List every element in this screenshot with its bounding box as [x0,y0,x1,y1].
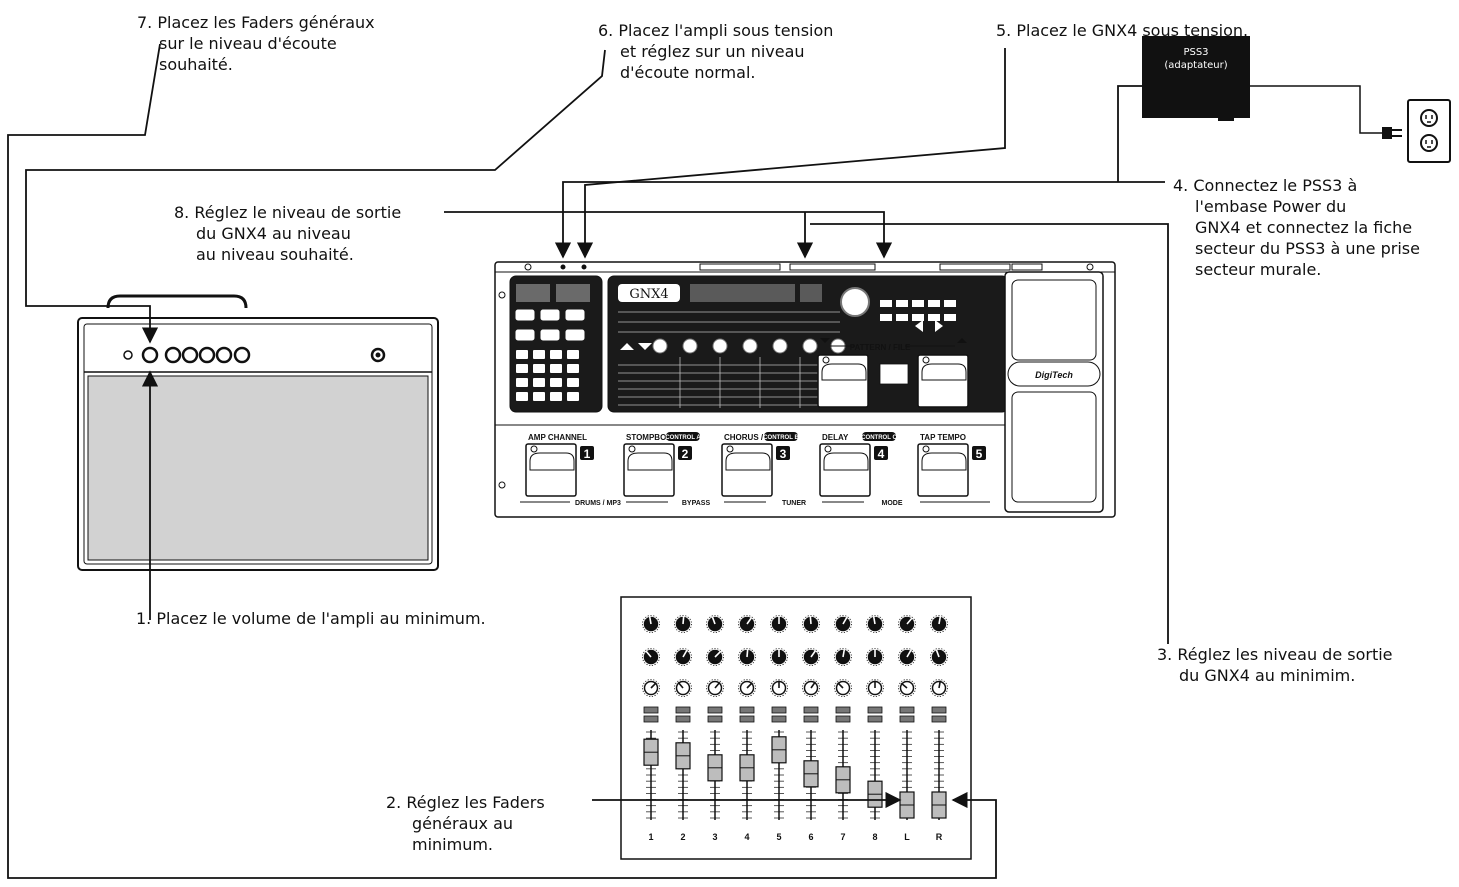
mixer-channel-label: 5 [776,832,781,842]
footswitch-name: AMP CHANNEL [528,433,587,442]
mixer-channel-strips: 1 2 3 4 5 6 7 8 L R [642,615,948,842]
digitech-logo: DigiTech [1035,370,1073,380]
mixer-button [867,706,883,714]
amp-controls [123,346,386,364]
step6-label: 6. Placez l'ampli sous tension et réglez… [598,21,834,82]
footswitch-4: DELAY CONTROL C 4 [819,432,897,497]
mixer-channel-4: 4 [738,615,756,842]
leader-step8 [444,211,893,259]
pss3-adapter [1142,36,1250,118]
step4-label: 4. Connectez le PSS3 à l'embase Power du… [1173,176,1420,279]
mixer-button [739,706,755,714]
step3-label: 3. Réglez les niveau de sortie du GNX4 a… [1157,645,1393,685]
footswitch-name: STOMPBOX [626,433,672,442]
mixer-channel-1: 1 [642,615,660,842]
mixer-channel-label: R [936,832,943,842]
mixer-button [675,706,691,714]
footswitch-bottom-labels: DRUMS / MP3 BYPASS TUNER MODE [520,497,990,507]
wall-outlet [1407,99,1451,163]
footswitch-5: TAP TEMPO 5 [917,433,986,497]
power-supply [1142,36,1451,163]
mixer-channel-7: 7 [834,615,852,842]
mixer-button [803,706,819,714]
power-plug [1382,127,1392,139]
footswitch-number: 5 [976,447,983,461]
mixer-channel-label: L [904,832,910,842]
footswitch-number: 4 [878,447,885,461]
mixer-channel-label: 4 [744,832,749,842]
bottom-label: DRUMS / MP3 [575,500,621,507]
gnx4-processor: GNX4 PATTERN / FILE [494,261,1116,518]
footswitch-name: DELAY [822,433,849,442]
mixer-channel-L: L [898,615,916,842]
mixer-channel-2: 2 [674,615,692,842]
footswitch-tag: CONTROL A [665,435,701,441]
footswitch-number: 1 [584,447,591,461]
mixer-button [899,706,915,714]
pss3-note: (adaptateur) [1164,60,1228,71]
pattern-file-label: PATTERN / FILE [850,343,911,352]
mixer-channel-R: R [930,615,948,842]
mixer-channel-label: 1 [648,832,653,842]
footswitch-1: AMP CHANNEL 1 [525,433,594,497]
leader-step6 [25,49,606,344]
step8-label: 8. Réglez le niveau de sortie du GNX4 au… [174,203,402,264]
amp-grille [87,375,429,561]
leader-lines [7,43,1169,879]
pattern-down-footswitch [817,354,869,408]
bottom-label: TUNER [782,500,806,507]
amp-volume-knob [141,346,159,364]
leader-step5 [576,48,1006,259]
footswitch-name: CHORUS / MOD [724,433,784,442]
footswitch-tag: CONTROL B [763,435,799,441]
bottom-label: MODE [882,500,903,507]
mixer-button [835,706,851,714]
footswitch-number: 2 [682,447,689,461]
mixer-button [931,706,947,714]
step5-label: 5. Placez le GNX4 sous tension. [996,21,1249,40]
pattern-up-footswitch [917,354,969,408]
pss3-name: PSS3 [1183,47,1209,58]
mixer: 1 2 3 4 5 6 7 8 L R [620,596,972,860]
mixer-channel-6: 6 [802,615,820,842]
footswitch-tag: CONTROL C [861,435,897,441]
gnx4-logo: GNX4 [629,287,668,302]
leader-step7 [7,43,997,879]
pss3-label: PSS3 (adaptateur) [1150,46,1242,72]
leader-step3 [810,223,1169,644]
bottom-label: BYPASS [682,500,711,507]
mixer-channel-5: 5 [770,615,788,842]
leader-step4 [554,181,1165,259]
mixer-button [771,706,787,714]
mixer-channel-label: 3 [712,832,717,842]
mixer-button [707,706,723,714]
guitar-amp [77,294,439,571]
mixer-button [643,706,659,714]
mixer-channel-label: 8 [872,832,877,842]
mixer-channel-label: 6 [808,832,813,842]
footswitch-name: TAP TEMPO [920,433,966,442]
mixer-channel-label: 7 [840,832,845,842]
mixer-channel-label: 2 [680,832,685,842]
step1-label: 1. Placez le volume de l'ampli au minimu… [136,609,486,628]
mixer-channel-3: 3 [706,615,724,842]
amp-handle [106,294,248,309]
leader-psu-upper [1117,85,1142,182]
footswitch-number: 3 [780,447,787,461]
gnx4-data-wheel [840,287,870,317]
step7-label: 7. Placez les Faders généraux sur le niv… [137,13,375,74]
step2-label: 2. Réglez les Faders généraux au minimum… [386,793,545,854]
